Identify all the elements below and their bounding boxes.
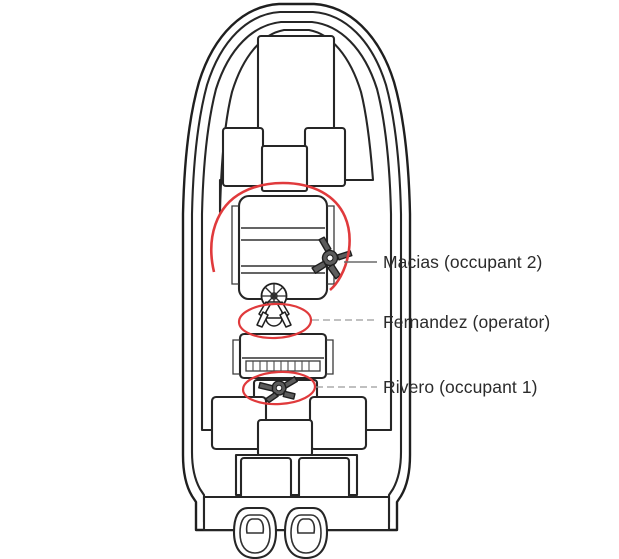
bow-seat-starboard bbox=[303, 126, 347, 188]
transom-group bbox=[202, 453, 391, 559]
rivero-leg-right bbox=[282, 390, 296, 400]
helm-seat-group bbox=[232, 332, 334, 380]
highlight-ellipse-fernandez[interactable] bbox=[237, 302, 313, 340]
aft-seat-starboard bbox=[308, 395, 368, 451]
deck-inner-edge bbox=[200, 20, 393, 432]
macias-leg-left bbox=[311, 260, 327, 274]
center-console bbox=[237, 194, 329, 301]
console-shoulder-port bbox=[231, 205, 239, 285]
outboard-motor-starboard bbox=[283, 506, 329, 559]
highlight-ellipse-rivero[interactable] bbox=[241, 370, 317, 406]
bow-deck-group bbox=[218, 28, 375, 214]
helm-seat-bolster-starboard bbox=[326, 339, 334, 375]
transom-well-port bbox=[239, 456, 293, 502]
annotation-label-rivero: Rivero (occupant 1) bbox=[383, 377, 538, 397]
center-console-group bbox=[231, 194, 335, 310]
outboard-motor-port bbox=[232, 506, 278, 559]
figure-rivero bbox=[258, 376, 298, 404]
macias-arm-left bbox=[318, 236, 332, 253]
fernandez-leg-right bbox=[279, 311, 292, 328]
rivero-leg-left bbox=[264, 391, 279, 404]
figure-macias bbox=[311, 236, 353, 280]
aft-seat-center bbox=[256, 418, 314, 458]
helm-seat-bolster-port bbox=[232, 339, 240, 375]
rivero-arm-right bbox=[283, 376, 298, 389]
rivero-arm-left bbox=[258, 381, 274, 392]
annotation-label-macias: Macias (occupant 2) bbox=[383, 252, 543, 272]
macias-leg-right bbox=[327, 263, 341, 280]
bow-seat-port bbox=[221, 126, 265, 188]
helm-bench-seat bbox=[238, 332, 328, 380]
fernandez-leg-left bbox=[256, 311, 269, 328]
console-shoulder-starboard bbox=[327, 205, 335, 285]
transom-well-starboard bbox=[297, 456, 351, 502]
annotation-label-fernandez: Fernandez (operator) bbox=[383, 312, 551, 332]
bow-center-step-pad bbox=[260, 144, 309, 193]
leader-lines bbox=[312, 261, 377, 388]
seat-base-grille-slats bbox=[252, 361, 310, 371]
